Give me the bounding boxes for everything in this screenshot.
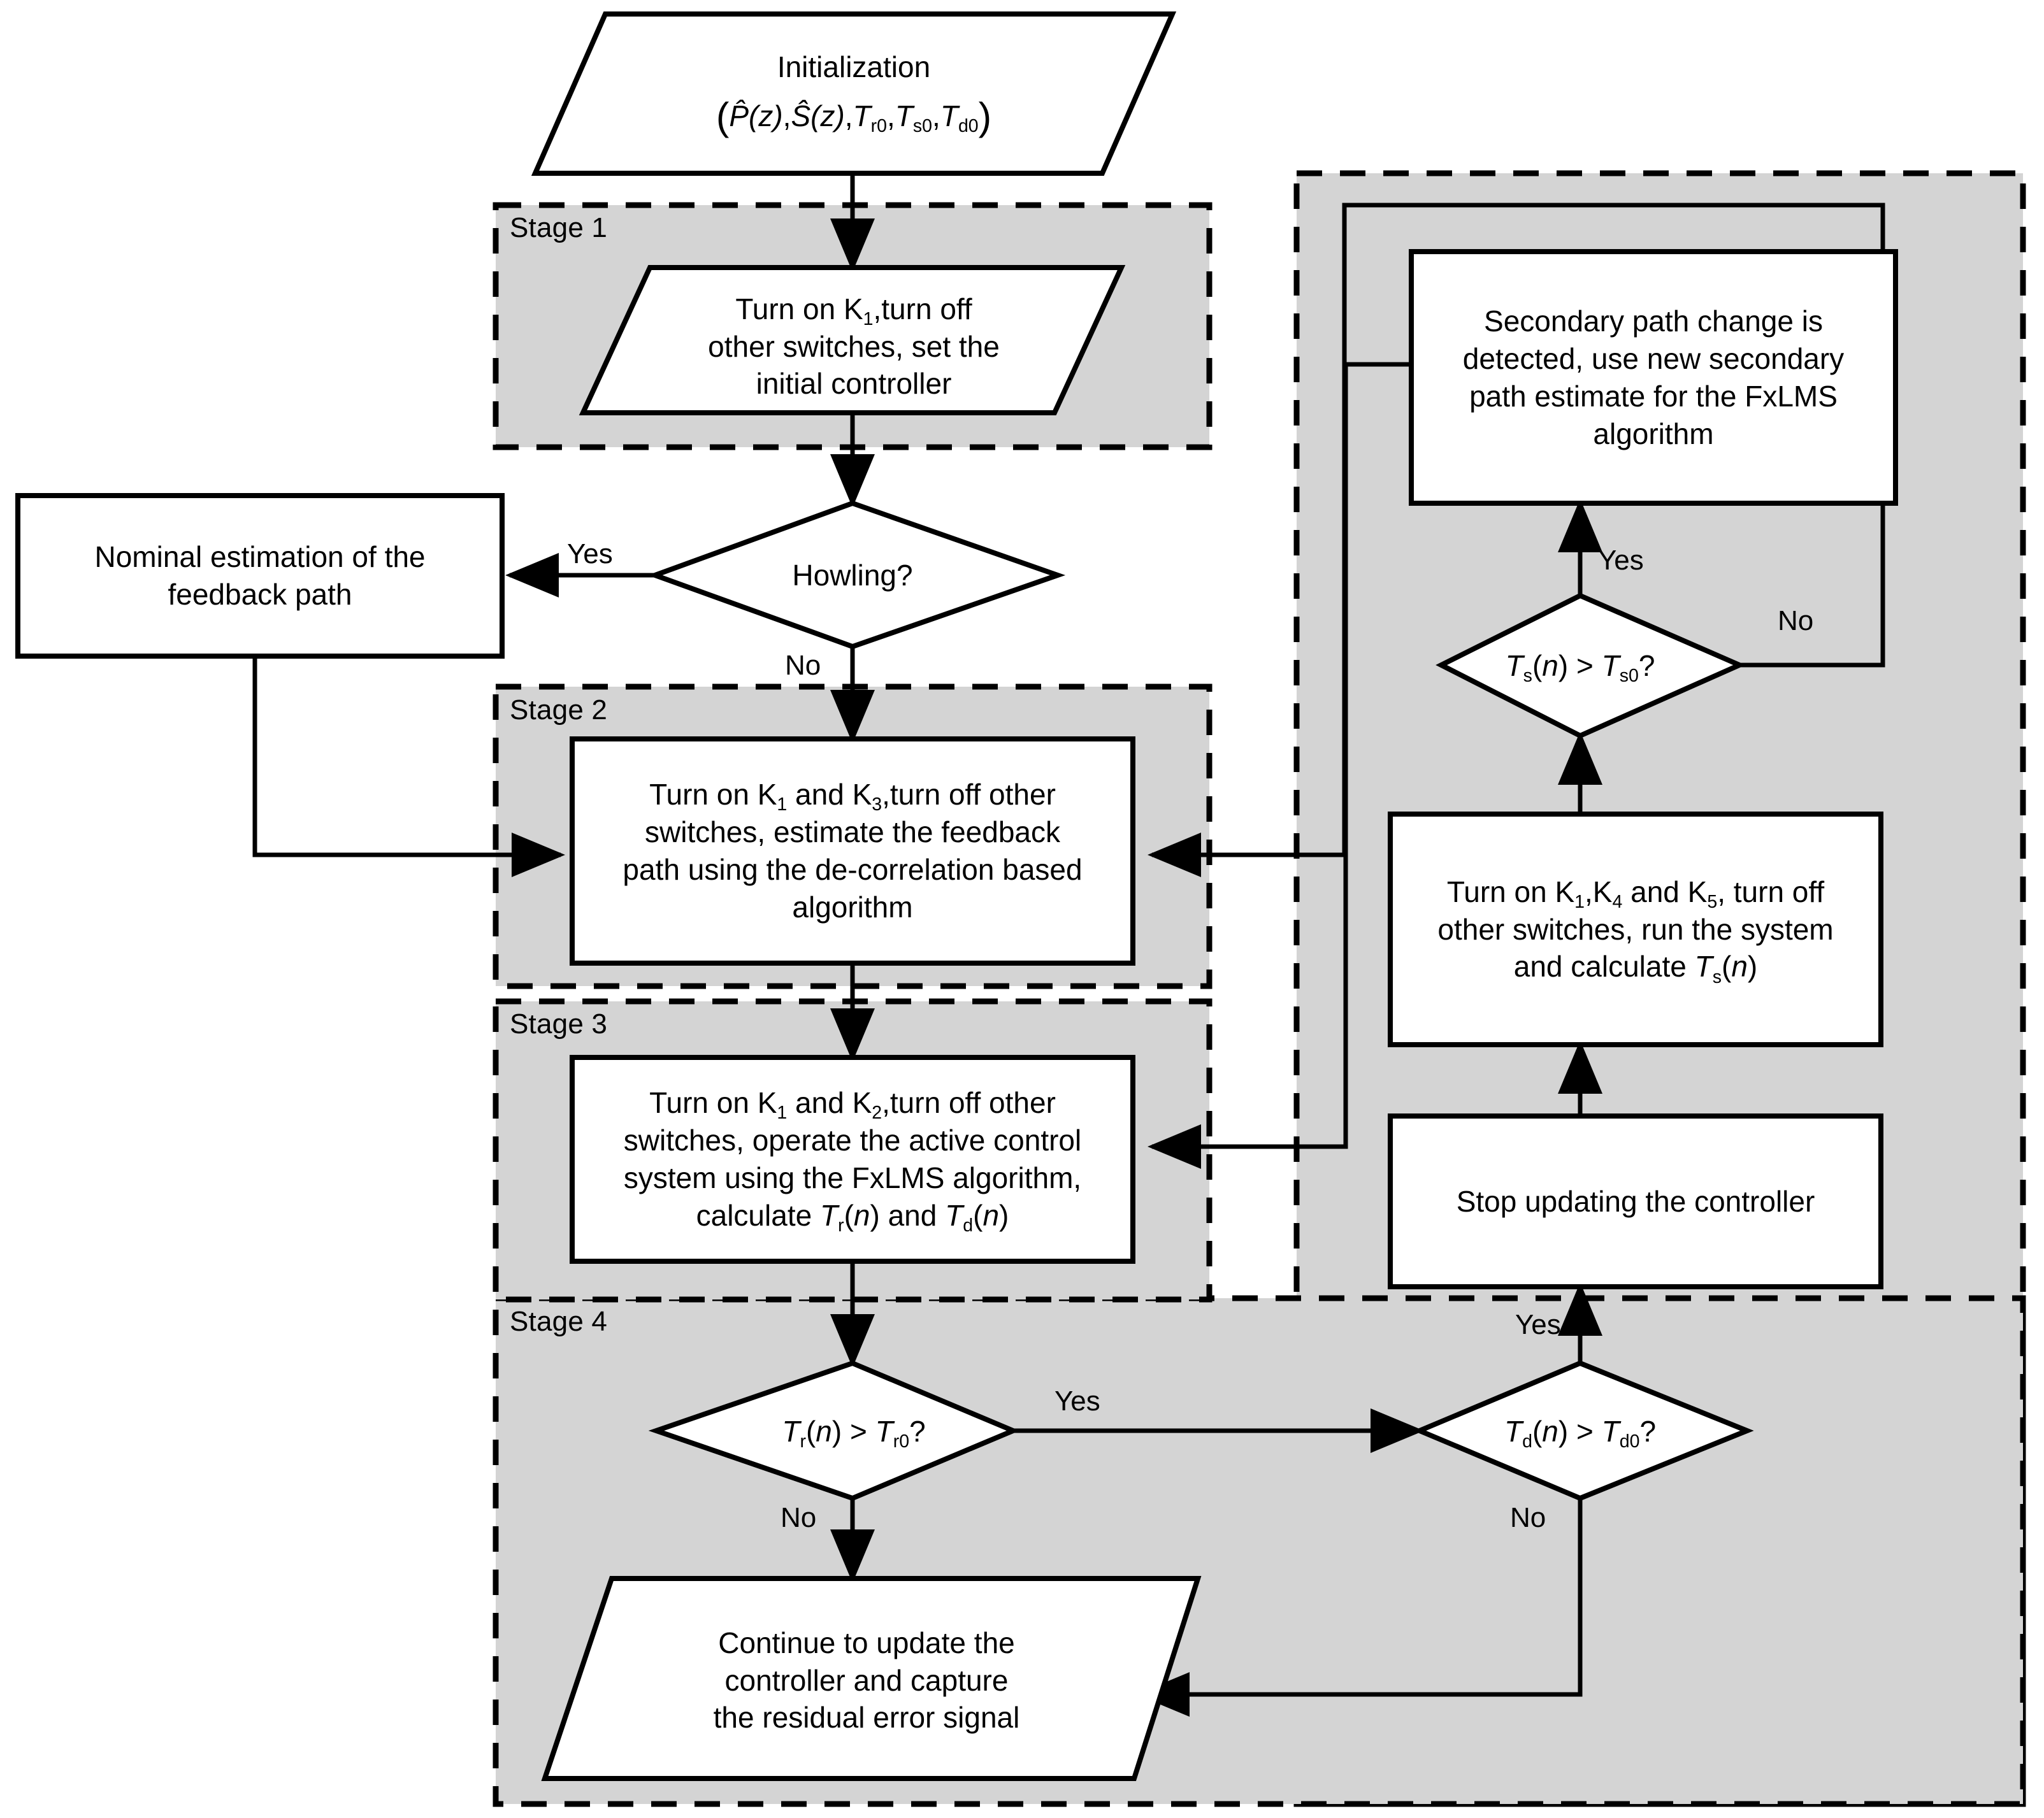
edge-label-tr-no: No xyxy=(781,1502,817,1533)
edge-secondary-to-stage3 xyxy=(1148,364,1348,1169)
node-stage2-action xyxy=(570,736,1135,966)
node-nominal-estimation xyxy=(15,493,505,659)
edge-td-no-to-continue xyxy=(1136,1498,1583,1717)
node-tr-decision xyxy=(648,1360,1020,1501)
node-secondary-path-change xyxy=(1409,249,1898,506)
node-stage3-action xyxy=(570,1055,1135,1264)
edge-label-tr-yes: Yes xyxy=(1054,1385,1100,1417)
edge-label-td-yes: Yes xyxy=(1515,1309,1561,1340)
node-stage-k1k4k5-action xyxy=(1388,812,1883,1047)
node-td-decision xyxy=(1413,1360,1754,1501)
edge-label-ts-no: No xyxy=(1778,605,1814,636)
node-stage1-action xyxy=(579,265,1126,415)
edge-nominal-to-stage2 xyxy=(252,656,565,877)
edge-label-td-no: No xyxy=(1510,1502,1546,1533)
node-stop-updating xyxy=(1388,1113,1883,1289)
edge-label-howling-no: No xyxy=(785,650,821,681)
node-continue-update xyxy=(541,1576,1202,1781)
edge-label-howling-yes: Yes xyxy=(567,538,613,569)
stage-label-1: Stage 1 xyxy=(510,212,608,243)
node-initialization xyxy=(531,11,1177,176)
node-howling-decision xyxy=(647,500,1066,650)
node-ts-decision xyxy=(1436,592,1746,739)
stage-label-3: Stage 3 xyxy=(510,1008,608,1040)
edge-ts-no-to-stage2 xyxy=(1148,203,1885,877)
edge-label-ts-yes: Yes xyxy=(1598,545,1644,576)
stage-label-4: Stage 4 xyxy=(510,1306,608,1337)
stage-label-2: Stage 2 xyxy=(510,694,608,726)
